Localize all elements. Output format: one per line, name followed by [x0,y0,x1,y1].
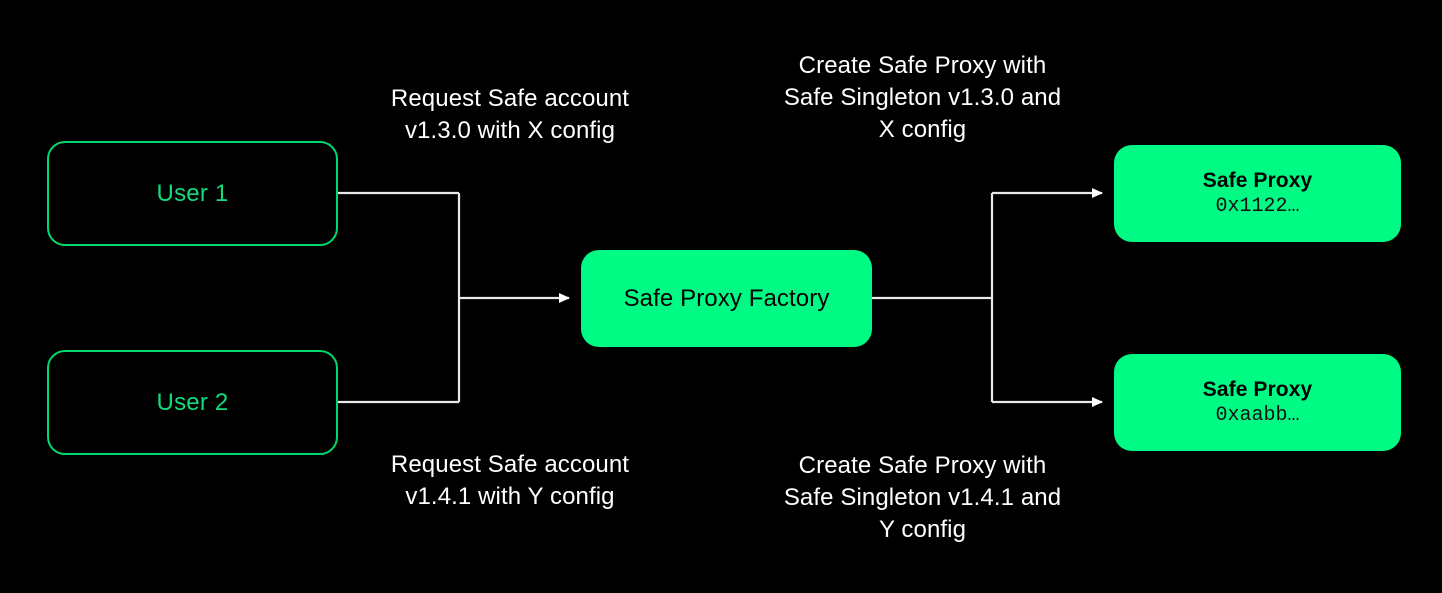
node-safe-proxy-2-address: 0xaabb… [1215,403,1300,427]
edge-label-request-v130: Request Safe account v1.3.0 with X confi… [390,85,630,144]
edge-label-create-proxy-v141: Create Safe Proxy with Safe Singleton v1… [783,452,1062,543]
node-safe-proxy-1-title: Safe Proxy [1202,168,1313,192]
node-safe-proxy-factory-label: Safe Proxy Factory [623,284,830,312]
node-safe-proxy-2[interactable]: Safe Proxy 0xaabb… [1114,354,1401,451]
node-safe-proxy-2-title: Safe Proxy [1202,377,1313,401]
edge-label-create-proxy-v130: Create Safe Proxy with Safe Singleton v1… [783,52,1062,143]
edge-label-request-v141: Request Safe account v1.4.1 with Y confi… [390,451,630,510]
node-safe-proxy-1-address: 0x1122… [1215,194,1300,218]
node-user-2[interactable]: User 2 [47,350,338,455]
node-safe-proxy-factory[interactable]: Safe Proxy Factory [581,250,872,347]
node-user-1[interactable]: User 1 [47,141,338,246]
node-user-1-label: User 1 [156,179,229,207]
node-user-2-label: User 2 [156,388,229,416]
node-safe-proxy-1[interactable]: Safe Proxy 0x1122… [1114,145,1401,242]
